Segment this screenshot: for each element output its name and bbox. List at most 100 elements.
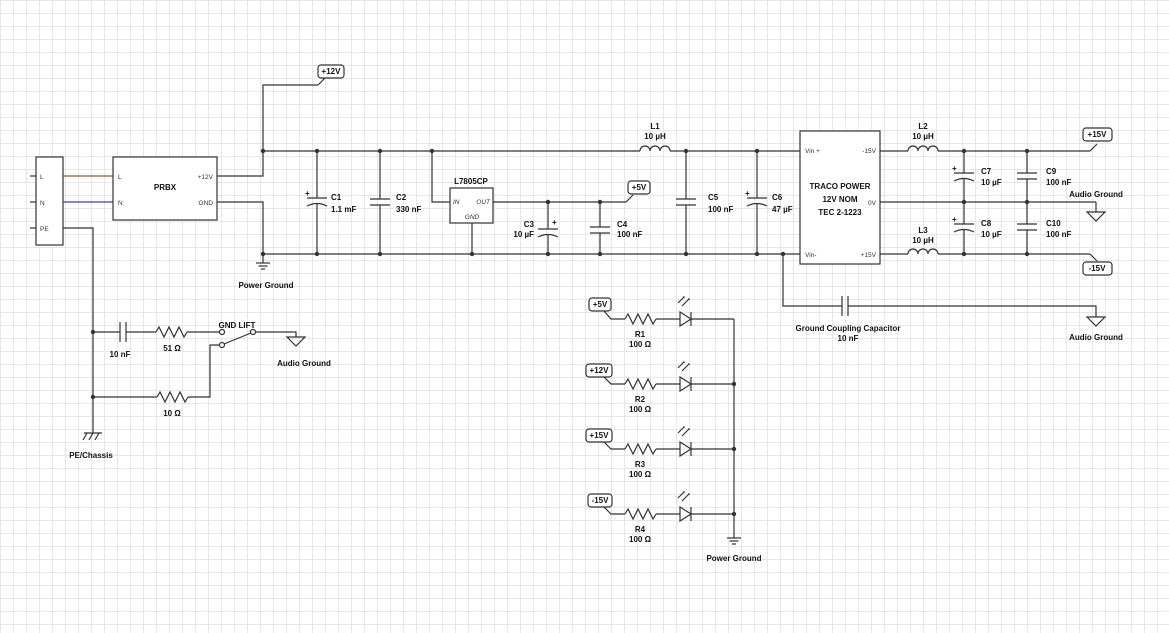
svg-text:100 Ω: 100 Ω [629,470,652,479]
svg-text:C3: C3 [524,220,535,229]
svg-text:100 nF: 100 nF [1046,230,1071,239]
svg-text:GND: GND [465,214,480,221]
svg-text:C9: C9 [1046,167,1057,176]
led1-net-flag[interactable]: +5V [588,297,612,312]
svg-text:-15V: -15V [592,496,610,505]
audio-ground-symbol-left [285,336,307,347]
svg-text:R4: R4 [635,525,646,534]
c3-plus: + [552,218,557,227]
svg-text:10 Ω: 10 Ω [163,409,181,418]
led-1[interactable] [677,296,693,328]
pe-chassis-label: PE/Chassis [69,451,113,460]
svg-text:C5: C5 [708,193,719,202]
svg-text:10 µF: 10 µF [981,230,1002,239]
capacitor-c10[interactable]: C10 100 nF [1017,202,1071,254]
svg-text:-15V: -15V [1089,264,1107,273]
svg-text:TRACO POWER: TRACO POWER [810,182,871,191]
led-2[interactable] [677,361,693,393]
p15-net-flag[interactable]: +15V [1082,127,1113,152]
svg-text:1.1 mF: 1.1 mF [331,205,356,214]
regulator-l7805[interactable]: L7805CP IN OUT GND [449,177,494,224]
svg-text:10 nF: 10 nF [110,350,131,359]
svg-text:C4: C4 [617,220,628,229]
lift-resistor-10[interactable]: 10 Ω [156,390,189,418]
inductor-l3[interactable]: L3 10 µH [907,226,939,255]
svg-text:-15V: -15V [862,148,876,155]
svg-text:10 µH: 10 µH [912,236,934,245]
svg-text:10 µH: 10 µH [644,132,666,141]
gnd-lift-switch[interactable]: GND LIFT [219,321,257,349]
led-4[interactable] [677,491,693,523]
capacitor-c8[interactable]: + C8 10 µF [952,202,1002,254]
c1-plus: + [305,189,310,198]
svg-text:Vin-: Vin- [805,252,816,259]
capacitor-c7[interactable]: + C7 10 µF [952,151,1002,202]
svg-text:TEC 2-1223: TEC 2-1223 [818,208,862,217]
svg-text:C7: C7 [981,167,992,176]
p12-net-flag[interactable]: +12V [317,64,345,86]
svg-text:100 Ω: 100 Ω [629,535,652,544]
regulator-title: L7805CP [454,177,488,186]
resistor-r4[interactable]: R4 100 Ω [624,507,657,544]
c7-plus: + [952,164,957,173]
svg-text:12V NOM: 12V NOM [822,195,857,204]
psu-l-pin: L [118,174,122,181]
resistor-r1[interactable]: R1 100 Ω [624,312,657,349]
svg-text:51 Ω: 51 Ω [163,344,181,353]
chassis-ground-symbol [82,432,102,441]
inductor-l1[interactable]: L1 10 µH [639,122,671,152]
capacitor-c3[interactable]: + C3 10 µF [513,202,559,254]
audio-ground-label-coupling: Audio Ground [1069,333,1123,342]
svg-text:+12V: +12V [590,366,610,375]
svg-text:C6: C6 [772,193,783,202]
inductor-l2[interactable]: L2 10 µH [907,122,939,152]
ground-coupling-capacitor[interactable]: Ground Coupling Capacitor 10 nF [796,296,901,343]
resistor-r3[interactable]: R3 100 Ω [624,442,657,479]
mains-connector[interactable]: L N PE [30,156,64,246]
led3-net-flag[interactable]: +15V [585,428,613,443]
svg-text:47 µF: 47 µF [772,205,793,214]
svg-text:+5V: +5V [632,183,647,192]
led4-net-flag[interactable]: -15V [587,493,613,508]
svg-text:+5V: +5V [593,300,608,309]
svg-text:10 µH: 10 µH [912,132,934,141]
svg-text:L3: L3 [918,226,928,235]
audio-ground-symbol-right [1085,202,1107,222]
svg-text:Ground Coupling Capacitor: Ground Coupling Capacitor [796,324,901,333]
svg-text:C1: C1 [331,193,342,202]
audio-ground-symbol-coupling [1085,316,1107,327]
capacitor-c6[interactable]: + C6 47 µF [745,151,793,254]
resistor-r2[interactable]: R2 100 Ω [624,377,657,414]
svg-text:100 nF: 100 nF [1046,178,1071,187]
lift-capacitor[interactable]: 10 nF [110,322,131,359]
svg-text:OUT: OUT [476,199,491,206]
m15-net-flag[interactable]: -15V [1082,253,1113,276]
psu-n-pin: N [118,200,123,207]
junction-dots [90,148,1030,517]
led-3[interactable] [677,426,693,458]
psu-block[interactable]: PRBX L N +12V GND [112,156,218,221]
svg-text:0V: 0V [868,200,877,207]
capacitor-c2[interactable]: C2 330 nF [370,151,421,254]
power-ground-label-leds: Power Ground [706,554,761,563]
lift-resistor-51[interactable]: 51 Ω [155,325,188,353]
capacitor-c1[interactable]: + C1 1.1 mF [305,151,356,254]
capacitor-c9[interactable]: C9 100 nF [1017,151,1071,202]
capacitor-c4[interactable]: C4 100 nF [590,202,642,254]
svg-text:R1: R1 [635,330,646,339]
svg-text:+15V: +15V [861,252,877,259]
p5-net-flag[interactable]: +5V [627,180,651,195]
psu-p12-pin: +12V [198,174,214,181]
power-ground-label: Power Ground [238,281,293,290]
svg-text:10 µF: 10 µF [981,178,1002,187]
capacitor-c5[interactable]: C5 100 nF [676,151,733,254]
mains-pe-label: PE [40,226,49,233]
svg-text:+15V: +15V [590,431,610,440]
svg-text:100 nF: 100 nF [617,230,642,239]
svg-text:100 nF: 100 nF [708,205,733,214]
power-ground-symbol [256,254,270,270]
led2-net-flag[interactable]: +12V [585,363,613,378]
traco-dcdc-block[interactable]: Vin + Vin- -15V 0V +15V TRACO POWER 12V … [799,130,881,265]
audio-ground-label-right: Audio Ground [1069,190,1123,199]
